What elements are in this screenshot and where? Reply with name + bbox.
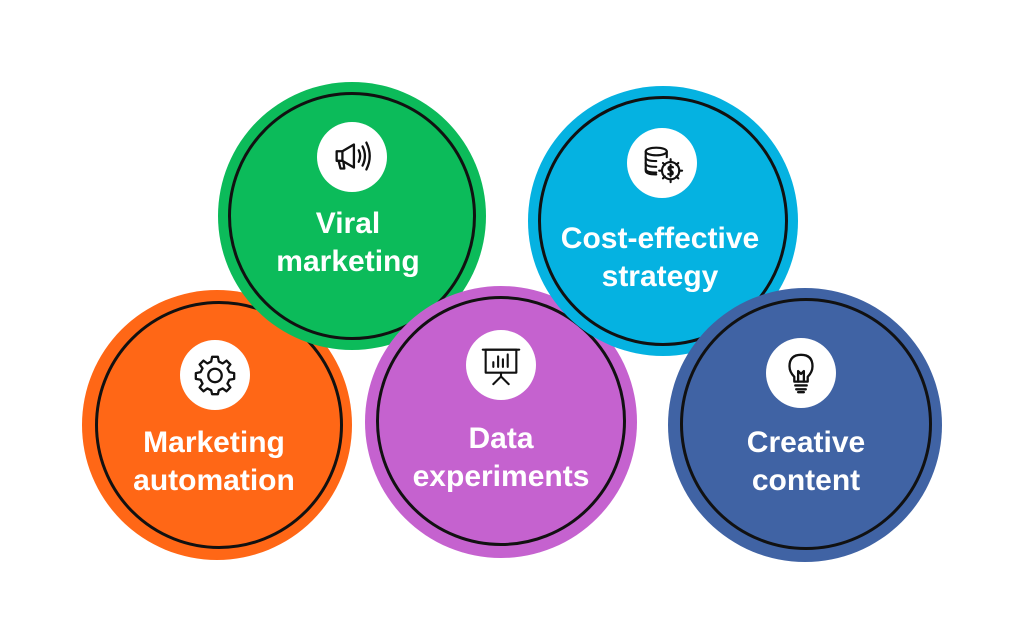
presentation-chart-icon — [481, 348, 521, 386]
cost-effective-strategy-label: Cost-effective strategy — [561, 220, 759, 296]
lightbulb-icon — [788, 353, 814, 394]
marketing-automation-label-line-2: automation — [133, 464, 295, 497]
data-experiments-label: Data experiments — [413, 420, 590, 496]
coins-gear-icon — [644, 146, 684, 184]
data-experiments-label-line-1: Data — [468, 422, 534, 455]
marketing-automation-badge — [180, 340, 250, 410]
circle-creative-content — [668, 288, 942, 562]
viral-marketing-label-line-1: Viral — [315, 207, 381, 240]
cost-effective-strategy-label-line-2: strategy — [601, 260, 719, 293]
megaphone-icon — [335, 141, 371, 171]
marketing-automation-label: Marketing automation — [133, 424, 295, 500]
gear-icon — [194, 355, 236, 396]
creative-content-label-line-1: Creative — [746, 426, 866, 459]
viral-marketing-badge — [317, 122, 387, 192]
data-experiments-label-line-2: experiments — [412, 460, 590, 493]
marketing-automation-label-line-1: Marketing — [143, 426, 285, 459]
creative-content-label-line-2: content — [751, 464, 861, 497]
creative-content-badge — [766, 338, 836, 408]
viral-marketing-label-line-2: marketing — [276, 245, 420, 278]
cost-effective-strategy-badge — [627, 128, 697, 198]
cost-effective-strategy-label-line-1: Cost-effective — [560, 222, 760, 255]
creative-content-label: Creative content — [747, 424, 865, 500]
viral-marketing-label: Viral marketing — [276, 205, 419, 281]
data-experiments-badge — [466, 330, 536, 400]
